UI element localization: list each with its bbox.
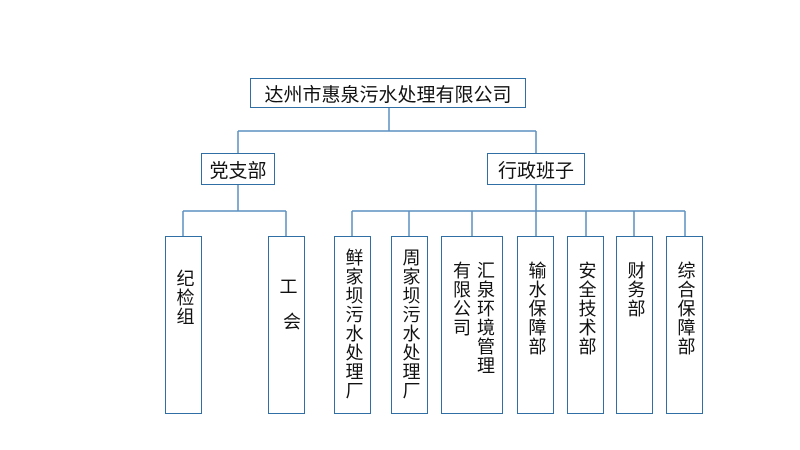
safety-tech-dept-node: 安全技术部 (567, 236, 604, 414)
discipline-group-node: 纪检组 (165, 236, 202, 414)
huiquan-env-label-1: 汇泉环境管理 (474, 261, 495, 375)
safety-tech-dept-label: 安全技术部 (575, 261, 597, 356)
party-branch-node: 党支部 (201, 153, 275, 185)
discipline-group-label: 纪检组 (173, 269, 195, 326)
root-node: 达州市惠泉污水处理有限公司 (250, 78, 526, 108)
union-label: 工 (276, 277, 298, 296)
admin-team-label: 行政班子 (497, 159, 574, 182)
zhoujiaba-plant-label: 周家坝污水处理厂 (399, 248, 421, 400)
water-supply-dept-label: 输水保障部 (525, 261, 547, 356)
general-support-dept-label: 综合保障部 (674, 261, 696, 356)
huiquan-env-label-2: 有限公司 (450, 261, 471, 337)
union-node: 工 会 (268, 236, 305, 414)
general-support-dept-node: 综合保障部 (666, 236, 703, 414)
finance-dept-node: 财务部 (616, 236, 653, 414)
xianjiaba-plant-node: 鲜家坝污水处理厂 (334, 236, 371, 414)
xianjiaba-plant-label: 鲜家坝污水处理厂 (342, 248, 364, 400)
huiquan-env-node: 汇泉环境管理 有限公司 (441, 236, 503, 414)
root-node-label: 达州市惠泉污水处理有限公司 (264, 83, 512, 106)
union-label-2: 会 (280, 312, 301, 331)
zhoujiaba-plant-node: 周家坝污水处理厂 (391, 236, 428, 414)
admin-team-node: 行政班子 (487, 153, 585, 185)
water-supply-dept-node: 输水保障部 (517, 236, 554, 414)
party-branch-label: 党支部 (209, 159, 267, 182)
finance-dept-label: 财务部 (624, 261, 646, 318)
